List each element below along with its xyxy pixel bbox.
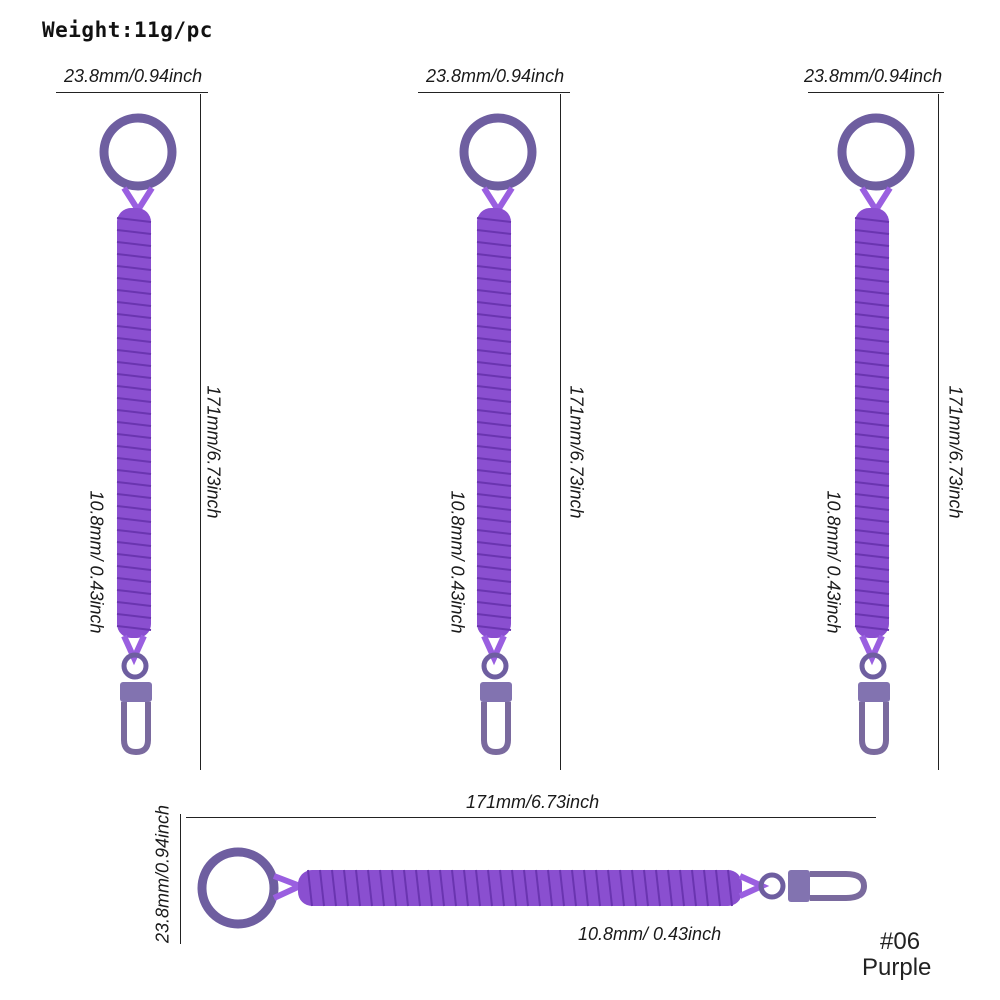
ring-width-line-1 [56,92,208,93]
coil-diameter-label-horizontal: 10.8mm/ 0.43inch [578,924,722,944]
ring-width-label-horizontal: 23.8mm/0.94inch [152,804,173,944]
coil-lanyard-vertical-2 [459,113,537,756]
coil-lanyard-vertical-3 [837,113,915,756]
coil-lanyard-horizontal [197,847,868,929]
length-label-1: 171mm/6.73inch [203,385,224,519]
length-line-horizontal [186,817,876,818]
product-code: #06 [880,928,921,955]
coil-body [298,870,742,906]
swivel-clasp-icon [120,652,152,756]
product-color-name: Purple [862,954,932,981]
length-label-2: 171mm/6.73inch [566,385,587,519]
swivel-clasp-icon [480,652,512,756]
ring-width-label-3: 23.8mm/0.94inch [804,66,943,86]
length-line-3 [938,94,939,770]
split-ring-icon [99,113,177,191]
swivel-clasp-icon [858,652,890,756]
ring-width-line-2 [418,92,570,93]
length-label-3: 171mm/6.73inch [945,385,966,519]
ring-width-line-horizontal [180,814,181,944]
length-line-1 [200,94,201,770]
ring-width-label-1: 23.8mm/0.94inch [64,66,203,86]
swivel-clasp-icon [758,870,868,902]
weight-label: Weight:11g/pc [42,18,213,42]
split-ring-icon [197,847,279,929]
split-ring-icon [459,113,537,191]
length-label-horizontal: 171mm/6.73inch [466,792,600,812]
coil-lanyard-vertical-1 [99,113,177,756]
length-line-2 [560,94,561,770]
ring-width-line-3 [808,92,944,93]
ring-width-label-2: 23.8mm/0.94inch [426,66,565,86]
split-ring-icon [837,113,915,191]
